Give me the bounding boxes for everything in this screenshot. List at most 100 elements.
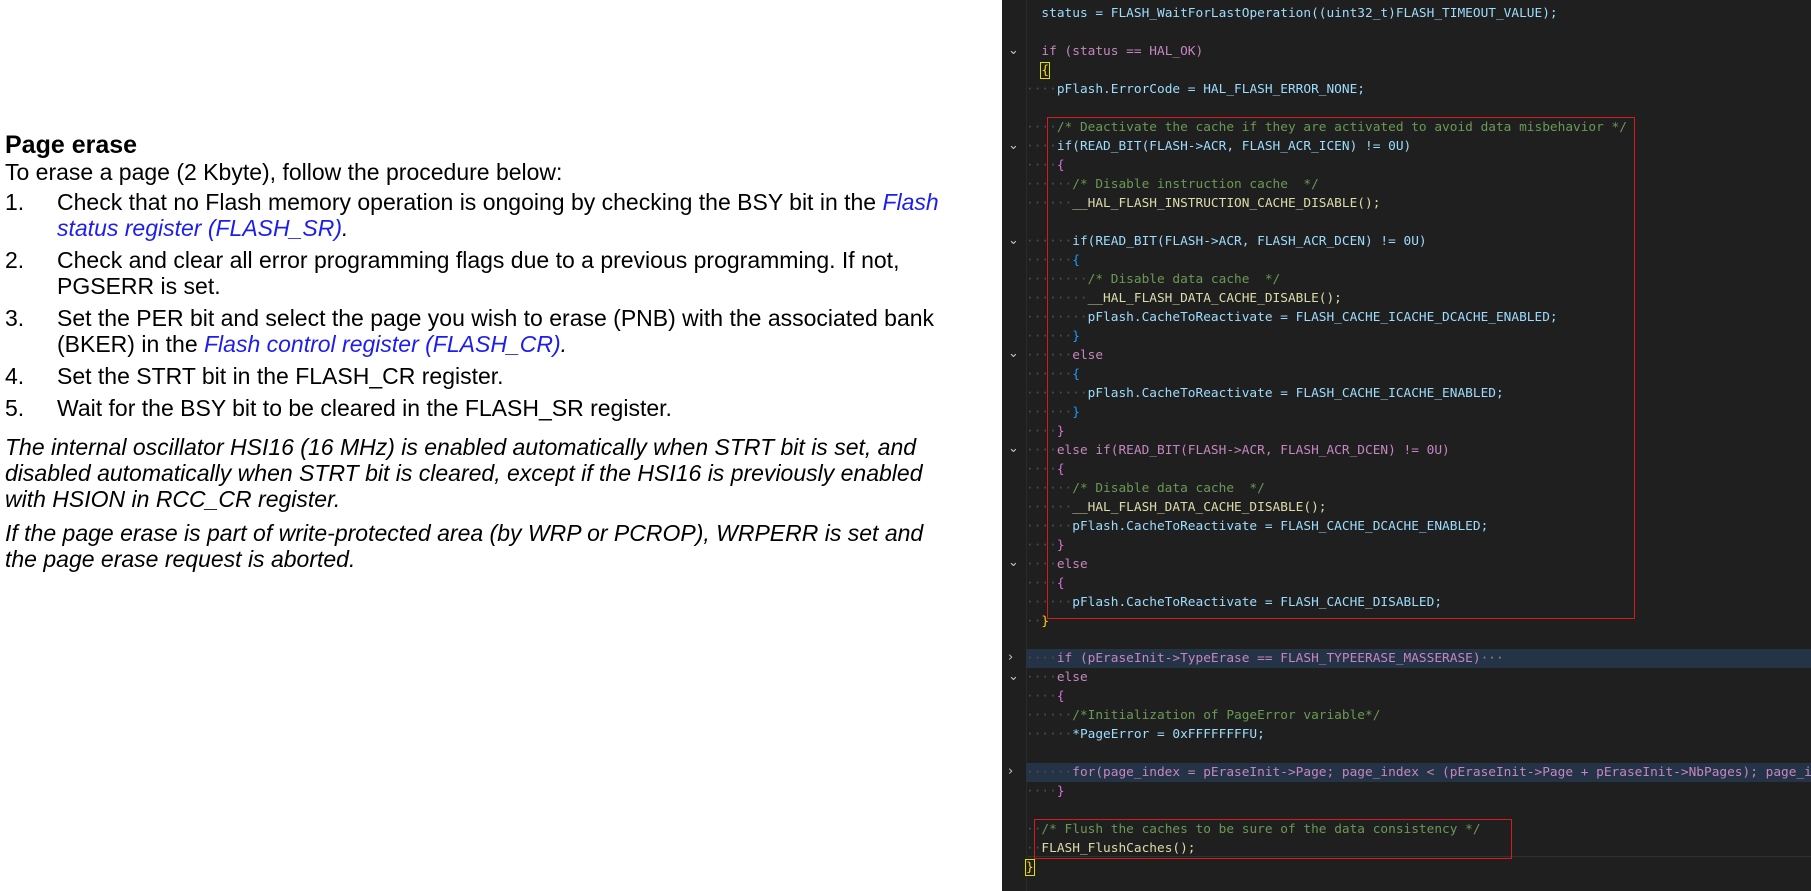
- code-text: {: [1056, 576, 1065, 591]
- flash-cr-link[interactable]: Flash control register (FLASH_CR): [204, 331, 561, 357]
- code-line[interactable]: if (status == HAL_OK): [1026, 42, 1203, 61]
- code-editor[interactable]: ⌄ ⌄ ⌄ ⌄ ⌄ ⌄ › ⌄ › status = FLASH_WaitFor…: [1002, 0, 1811, 891]
- code-text: {: [1072, 367, 1080, 382]
- code-text: {: [1056, 462, 1065, 477]
- code-line[interactable]: ········/* Disable data cache */: [1026, 272, 1281, 287]
- code-line[interactable]: ····{: [1026, 158, 1065, 173]
- flash-sr-link-cont[interactable]: status register (FLASH_SR): [57, 215, 343, 241]
- chevron-down-icon[interactable]: ⌄: [1008, 555, 1019, 570]
- step-number: 2.: [5, 247, 25, 273]
- code-text: __HAL_FLASH_DATA_CACHE_DISABLE();: [1072, 500, 1327, 515]
- chevron-down-icon[interactable]: ⌄: [1008, 346, 1019, 361]
- chevron-right-icon[interactable]: ›: [1008, 764, 1014, 779]
- code-line[interactable]: ····if(READ_BIT(FLASH->ACR, FLASH_ACR_IC…: [1026, 139, 1412, 154]
- chevron-right-icon[interactable]: ›: [1008, 650, 1014, 665]
- code-text: if(READ_BIT(FLASH->ACR, FLASH_ACR_DCEN) …: [1072, 234, 1427, 249]
- step-number: 5.: [5, 395, 25, 421]
- step-3-line-2: (BKER) in the Flash control register (FL…: [57, 330, 1002, 359]
- code-text: else: [1056, 670, 1088, 685]
- code-line[interactable]: ····{: [1026, 576, 1065, 591]
- code-line[interactable]: ····}: [1026, 538, 1065, 553]
- step-text: .: [342, 215, 349, 241]
- code-text: /* Disable data cache */: [1087, 272, 1281, 287]
- code-line-folded[interactable]: ······for(page_index = pEraseInit->Page;…: [1026, 763, 1811, 782]
- step-2-line-1: Check and clear all error programming fl…: [57, 247, 900, 273]
- code-text: __HAL_FLASH_DATA_CACHE_DISABLE();: [1087, 291, 1342, 306]
- code-line[interactable]: ····}: [1026, 424, 1065, 439]
- code-text: else if(READ_BIT(FLASH->ACR, FLASH_ACR_D…: [1056, 443, 1450, 458]
- code-line[interactable]: ······if(READ_BIT(FLASH->ACR, FLASH_ACR_…: [1026, 234, 1427, 249]
- step-text: Check that no Flash memory operation is …: [57, 189, 883, 215]
- code-text: else: [1072, 348, 1104, 363]
- section-title: Page erase: [5, 131, 138, 159]
- code-text: pFlash.ErrorCode = HAL_FLASH_ERROR_NONE;: [1056, 82, 1366, 97]
- code-text: pFlash.CacheToReactivate = FLASH_CACHE_D…: [1072, 519, 1489, 534]
- code-line[interactable]: {: [1026, 61, 1051, 80]
- fold-ellipsis[interactable]: ···: [1480, 651, 1504, 666]
- note-hsi16-line-1: The internal oscillator HSI16 (16 MHz) i…: [5, 434, 917, 460]
- code-line[interactable]: ········pFlash.CacheToReactivate = FLASH…: [1026, 386, 1504, 401]
- code-line[interactable]: ······}: [1026, 329, 1080, 344]
- code-line[interactable]: ········__HAL_FLASH_DATA_CACHE_DISABLE()…: [1026, 291, 1342, 306]
- code-line[interactable]: ····pFlash.ErrorCode = HAL_FLASH_ERROR_N…: [1026, 82, 1366, 97]
- code-text: /* Disable instruction cache */: [1072, 177, 1319, 192]
- code-text: /* Disable data cache */: [1072, 481, 1265, 496]
- step-1-line-2: status register (FLASH_SR).: [57, 214, 1002, 243]
- code-line[interactable]: ··}: [1026, 614, 1050, 629]
- code-line[interactable]: ······/* Disable data cache */: [1026, 481, 1265, 496]
- code-line[interactable]: ······__HAL_FLASH_DATA_CACHE_DISABLE();: [1026, 500, 1327, 515]
- code-line[interactable]: ······{: [1026, 367, 1080, 382]
- code-line[interactable]: ····{: [1026, 689, 1065, 704]
- code-text: pFlash.CacheToReactivate = FLASH_CACHE_I…: [1087, 386, 1504, 401]
- code-line[interactable]: ······__HAL_FLASH_INSTRUCTION_CACHE_DISA…: [1026, 196, 1381, 211]
- step-4: Set the STRT bit in the FLASH_CR registe…: [57, 363, 504, 389]
- code-line[interactable]: ······else: [1026, 348, 1104, 363]
- code-text: status = FLASH_WaitForLastOperation((uin…: [1041, 6, 1558, 21]
- code-line[interactable]: ····}: [1026, 784, 1065, 799]
- code-text: pFlash.CacheToReactivate = FLASH_CACHE_D…: [1072, 595, 1443, 610]
- chevron-down-icon[interactable]: ⌄: [1008, 138, 1019, 153]
- code-line[interactable]: ······/* Disable instruction cache */: [1026, 177, 1319, 192]
- code-text: }: [1025, 859, 1035, 876]
- code-line[interactable]: ······/*Initialization of PageError vari…: [1026, 708, 1381, 723]
- code-text: {: [1056, 158, 1065, 173]
- datasheet-panel: Page erase To erase a page (2 Kbyte), fo…: [5, 131, 1002, 572]
- code-line[interactable]: ····else: [1026, 670, 1088, 685]
- code-line[interactable]: ······}: [1026, 405, 1080, 420]
- code-line[interactable]: ········pFlash.CacheToReactivate = FLASH…: [1026, 310, 1558, 325]
- code-text: __HAL_FLASH_INSTRUCTION_CACHE_DISABLE();: [1072, 196, 1381, 211]
- code-line[interactable]: ······pFlash.CacheToReactivate = FLASH_C…: [1026, 519, 1489, 534]
- code-text: {: [1040, 62, 1051, 79]
- flash-sr-link[interactable]: Flash: [882, 189, 939, 215]
- code-line[interactable]: ······*PageError = 0xFFFFFFFFU;: [1026, 727, 1265, 742]
- chevron-down-icon[interactable]: ⌄: [1008, 233, 1019, 248]
- code-line[interactable]: ······{: [1026, 253, 1080, 268]
- fold-gutter[interactable]: ⌄ ⌄ ⌄ ⌄ ⌄ ⌄ › ⌄ ›: [1002, 0, 1027, 891]
- note-wrp-line-1: If the page erase is part of write-prote…: [5, 520, 924, 546]
- code-text: if(READ_BIT(FLASH->ACR, FLASH_ACR_ICEN) …: [1056, 139, 1412, 154]
- code-text: {: [1056, 689, 1065, 704]
- step-3-line-1: Set the PER bit and select the page you …: [57, 305, 935, 331]
- code-line[interactable]: ····/* Deactivate the cache if they are …: [1026, 120, 1627, 135]
- code-text: {: [1072, 253, 1080, 268]
- note-hsi16-line-3: with HSION in RCC_CR register.: [5, 486, 341, 512]
- code-line[interactable]: ····else if(READ_BIT(FLASH->ACR, FLASH_A…: [1026, 443, 1450, 458]
- code-line[interactable]: ··FLASH_FlushCaches();: [1026, 841, 1196, 856]
- code-text: }: [1041, 614, 1050, 629]
- code-line[interactable]: ····{: [1026, 462, 1065, 477]
- code-line-folded[interactable]: ····if (pEraseInit->TypeErase == FLASH_T…: [1026, 649, 1811, 668]
- code-text: if (status == HAL_OK): [1041, 44, 1204, 59]
- code-text: FLASH_FlushCaches();: [1041, 841, 1196, 856]
- chevron-down-icon[interactable]: ⌄: [1008, 669, 1019, 684]
- code-line[interactable]: status = FLASH_WaitForLastOperation((uin…: [1026, 4, 1558, 23]
- chevron-down-icon[interactable]: ⌄: [1008, 43, 1019, 58]
- code-line[interactable]: ····else: [1026, 557, 1088, 572]
- step-number: 4.: [5, 363, 25, 389]
- code-line[interactable]: ··/* Flush the caches to be sure of the …: [1026, 822, 1481, 837]
- code-line[interactable]: }: [1025, 858, 1035, 877]
- code-text: }: [1072, 329, 1080, 344]
- step-number: 1.: [5, 189, 25, 215]
- step-number: 3.: [5, 305, 25, 331]
- code-line[interactable]: ······pFlash.CacheToReactivate = FLASH_C…: [1026, 595, 1443, 610]
- chevron-down-icon[interactable]: ⌄: [1008, 441, 1019, 456]
